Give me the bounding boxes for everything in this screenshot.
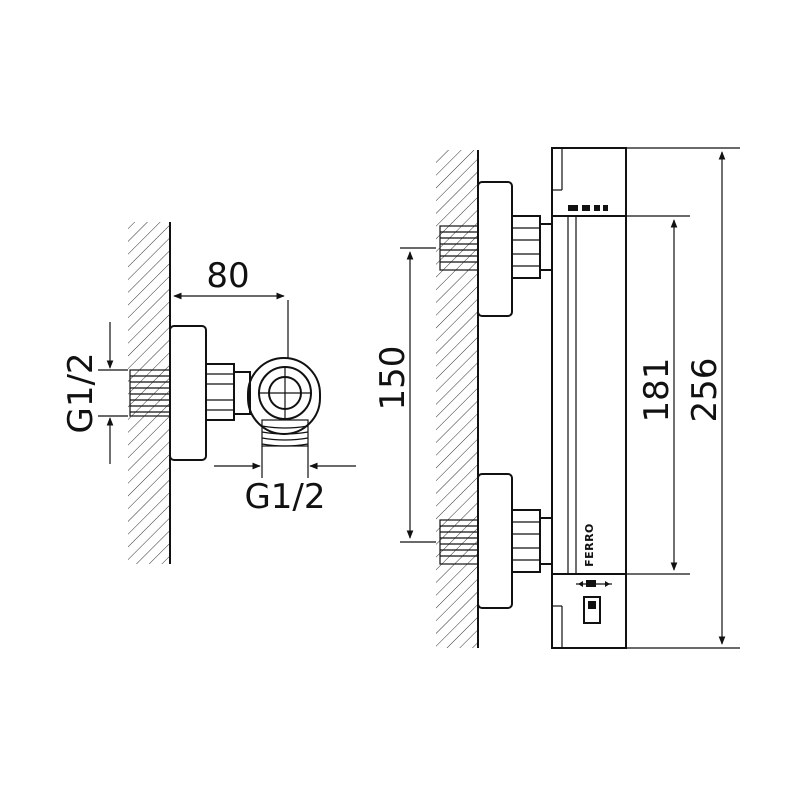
front-wall bbox=[436, 150, 479, 648]
dim-body-length-181: 181 bbox=[626, 215, 690, 575]
temperature-scale-marks bbox=[568, 205, 608, 211]
dim-inlet-spacing-label: 150 bbox=[373, 346, 413, 411]
side-wall-flange bbox=[169, 325, 207, 461]
side-view: 80 G1/2 G1/2 bbox=[61, 222, 356, 564]
dim-total-length-256: 256 bbox=[626, 147, 740, 649]
side-wall bbox=[128, 222, 171, 564]
dim-outlet-thread: G1/2 bbox=[214, 446, 356, 517]
dim-body-length-label: 181 bbox=[637, 358, 677, 423]
dim-depth-80: 80 bbox=[173, 256, 289, 358]
dim-inlet-spacing-150: 150 bbox=[373, 247, 436, 543]
dim-inlet-thread: G1/2 bbox=[61, 322, 128, 464]
side-valve-body bbox=[247, 357, 321, 435]
flow-control-knob bbox=[576, 580, 612, 624]
front-lower-inlet bbox=[439, 473, 553, 609]
dim-total-length-label: 256 bbox=[685, 358, 725, 423]
dim-inlet-thread-label: G1/2 bbox=[61, 352, 101, 433]
side-inlet-thread bbox=[129, 369, 171, 417]
dim-outlet-thread-label: G1/2 bbox=[244, 477, 325, 517]
front-view: FERRO 150 181 bbox=[373, 147, 740, 649]
brand-label: FERRO bbox=[583, 523, 596, 567]
dim-depth-label: 80 bbox=[206, 256, 249, 296]
side-outlet-thread bbox=[261, 419, 309, 447]
thermostat-body: FERRO bbox=[551, 147, 627, 649]
side-eccentric-nut bbox=[205, 363, 251, 421]
